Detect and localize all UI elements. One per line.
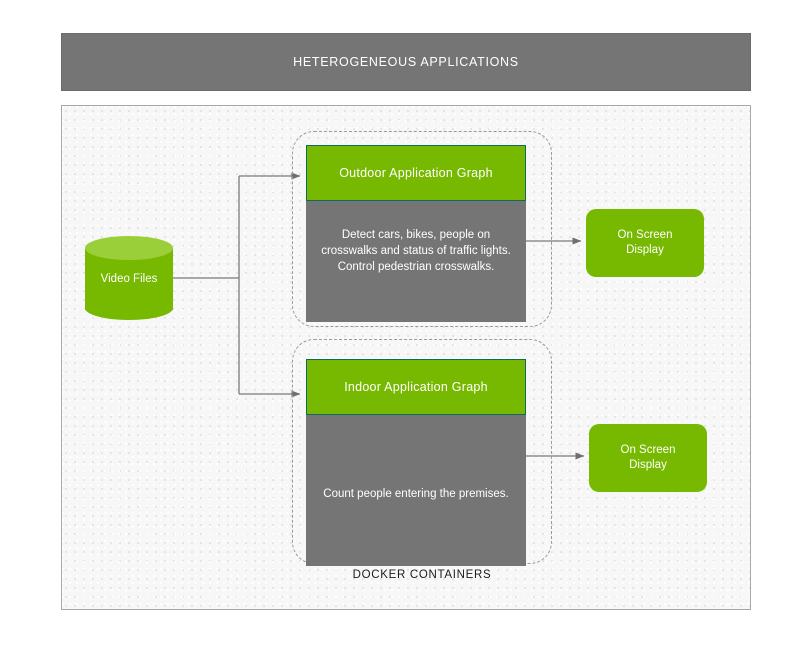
on-screen-display-outdoor[interactable]: On Screen Display: [586, 209, 704, 277]
docker-container-outdoor: [292, 131, 552, 327]
video-files-node[interactable]: Video Files: [85, 236, 173, 321]
on-screen-display-outdoor-label: On Screen Display: [618, 228, 673, 258]
osd-indoor-line1: On Screen: [620, 444, 676, 456]
docker-containers-caption: DOCKER CONTAINERS: [352, 569, 492, 581]
app-module-outdoor-body: Detect cars, bikes, people on crosswalks…: [306, 201, 526, 322]
app-module-indoor-title: Indoor Application Graph: [306, 359, 526, 415]
header-bar: HETEROGENEOUS APPLICATIONS: [61, 33, 751, 91]
osd-outdoor-line2: Display: [626, 244, 664, 256]
app-module-indoor-body: Count people entering the premises.: [306, 415, 526, 566]
cylinder-top-icon: [85, 236, 173, 260]
osd-indoor-line2: Display: [629, 459, 667, 471]
app-module-indoor[interactable]: Indoor Application Graph Count people en…: [306, 359, 526, 566]
video-files-label: Video Files: [100, 272, 158, 285]
on-screen-display-indoor[interactable]: On Screen Display: [589, 424, 707, 492]
app-module-indoor-description: Count people entering the premises.: [323, 488, 509, 500]
diagram-panel: Video Files Outdoor Application Graph De…: [61, 105, 751, 610]
app-module-outdoor-description: Detect cars, bikes, people on crosswalks…: [321, 229, 511, 273]
osd-outdoor-line1: On Screen: [617, 229, 673, 241]
app-module-outdoor[interactable]: Outdoor Application Graph Detect cars, b…: [306, 145, 526, 322]
on-screen-display-indoor-label: On Screen Display: [621, 443, 676, 473]
app-module-outdoor-title: Outdoor Application Graph: [306, 145, 526, 201]
page-title: HETEROGENEOUS APPLICATIONS: [293, 55, 519, 69]
